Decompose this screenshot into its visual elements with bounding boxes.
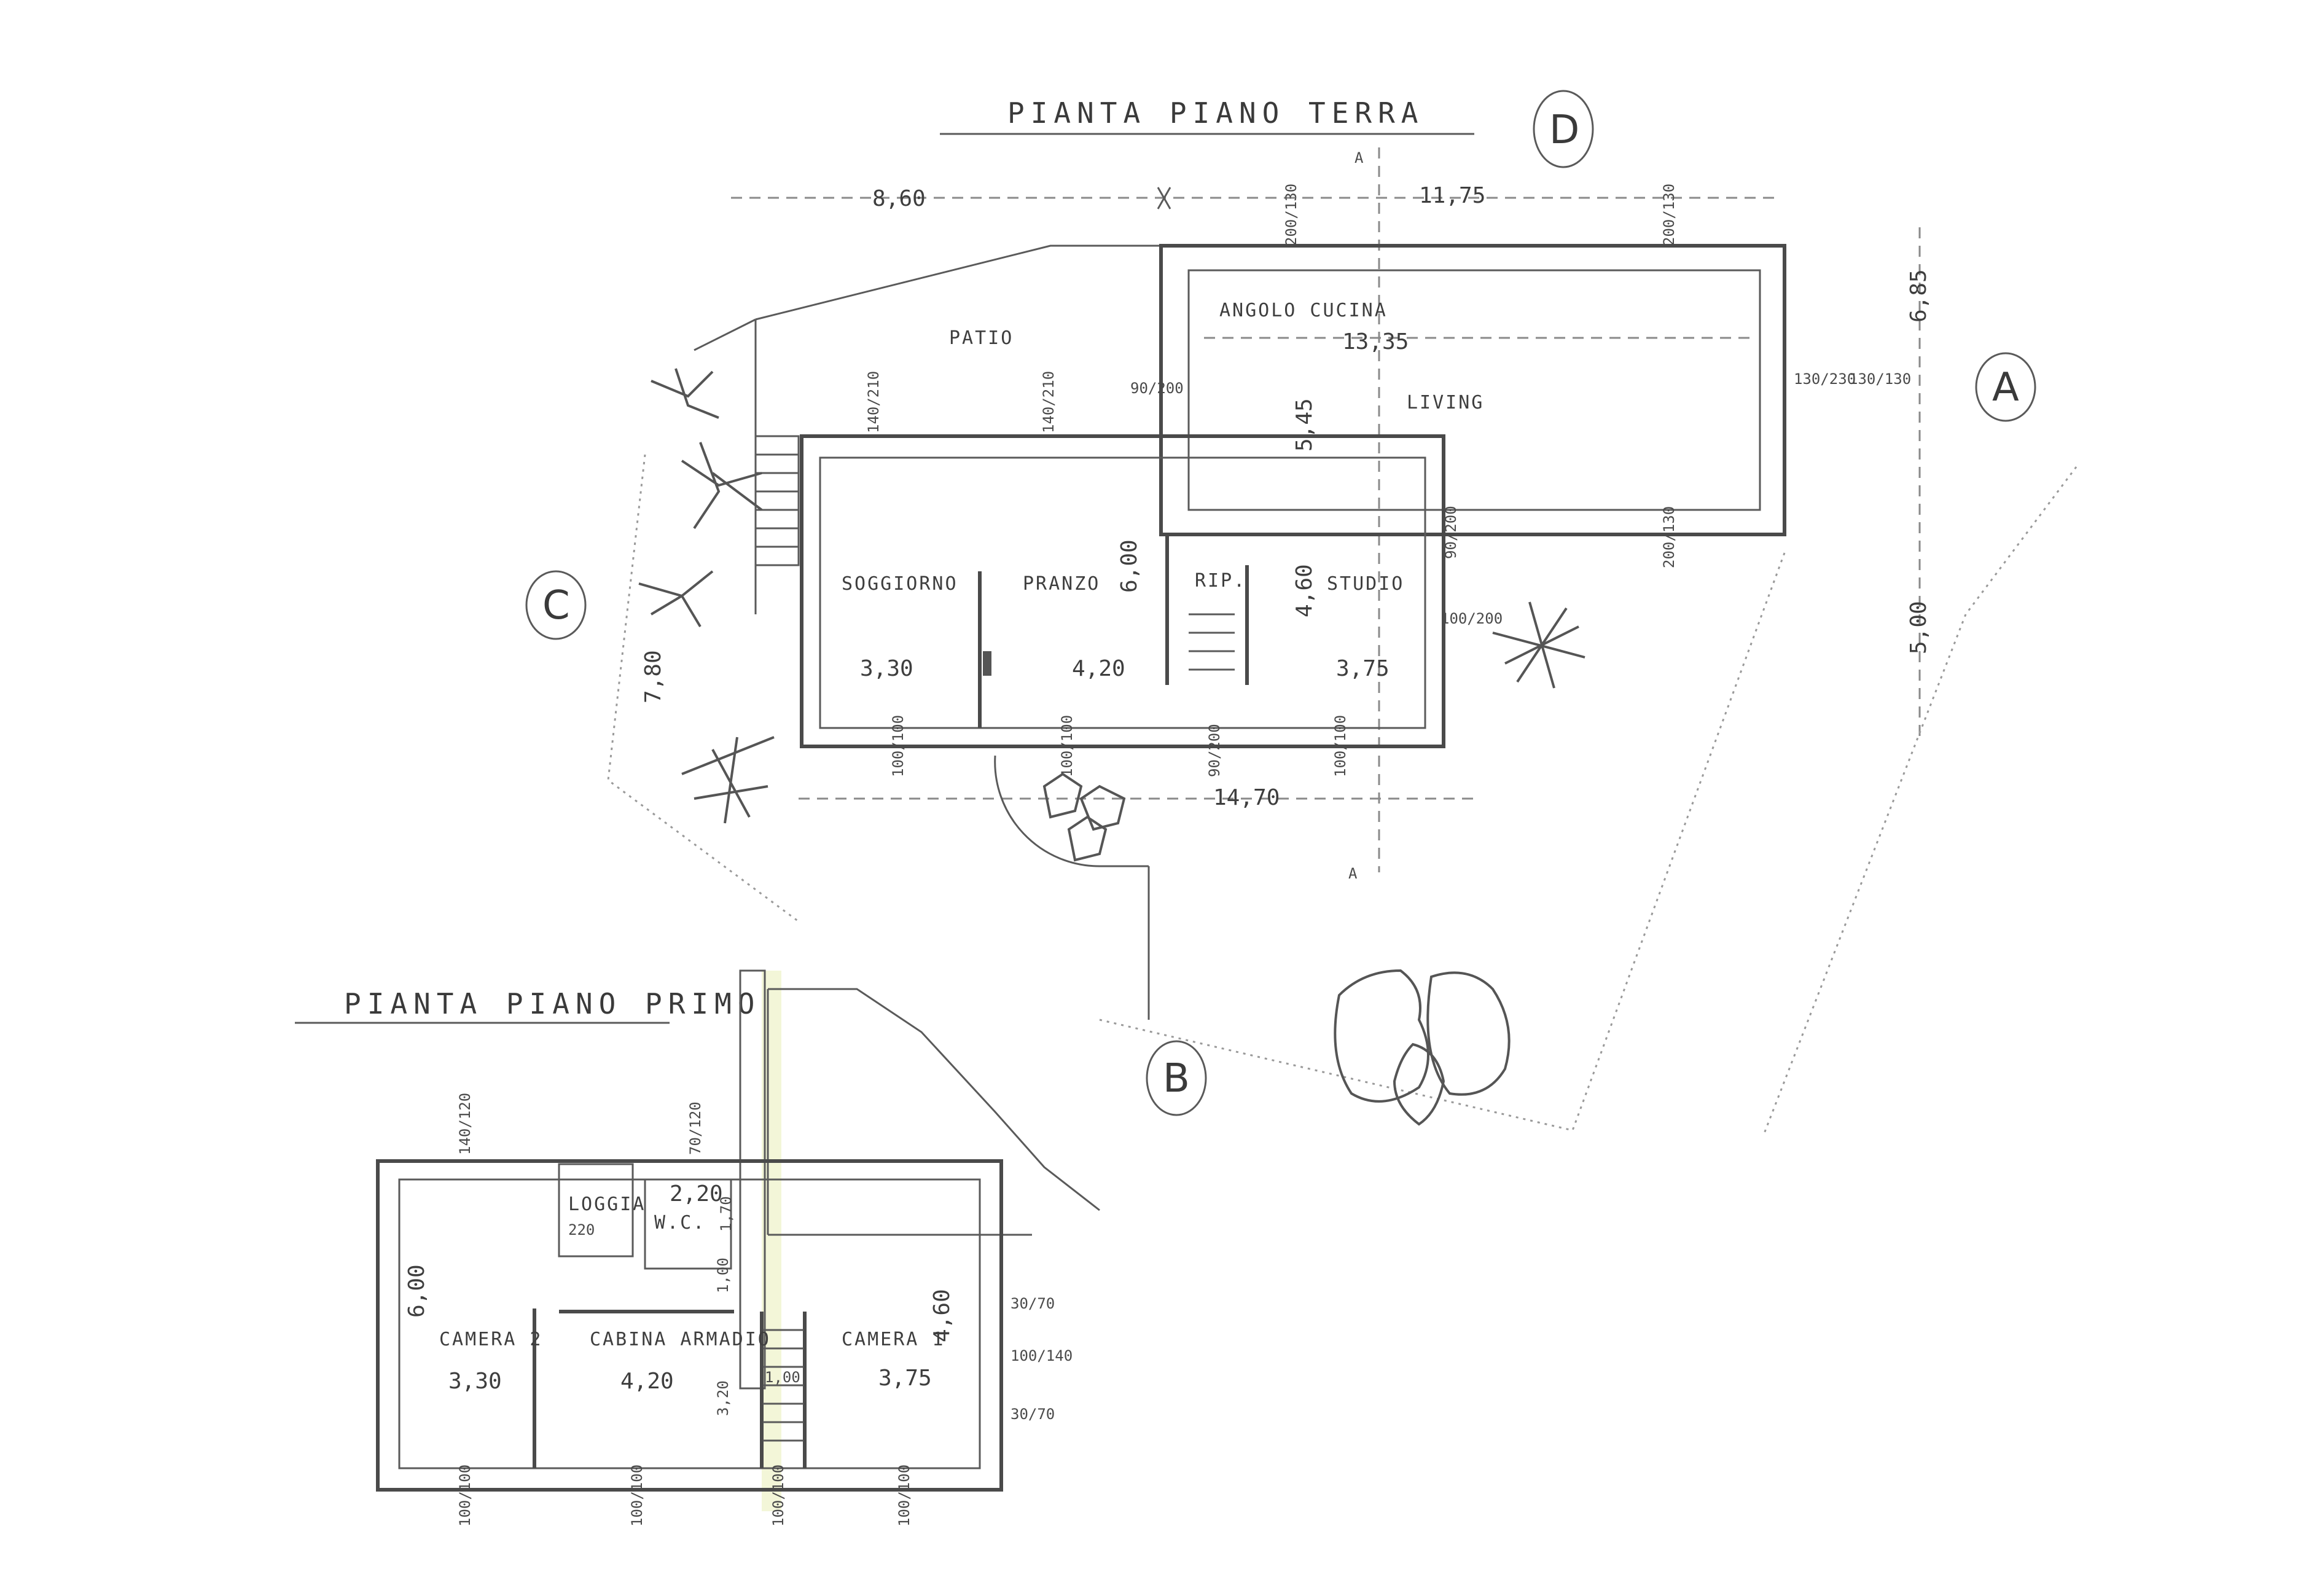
dim-camera2-width: 3,30 xyxy=(448,1369,502,1394)
fireplace xyxy=(983,651,991,676)
dim-east-width: 11,75 xyxy=(1419,183,1485,208)
svg-text:B: B xyxy=(1163,1056,1190,1101)
room-studio: STUDIO xyxy=(1327,573,1404,595)
patio-pergola xyxy=(755,244,1161,321)
ground-floor-title: PIANTA PIANO TERRA xyxy=(1007,96,1425,130)
first-floor-outer xyxy=(376,1159,1003,1492)
opening-loggia-door: 220 xyxy=(568,1221,595,1238)
dim-east-lower: 5,00 xyxy=(1906,601,1931,654)
dim-living-depth: 5,45 xyxy=(1292,398,1317,452)
opening-studio-east: 100/200 xyxy=(1440,610,1503,627)
dim-studio-depth: 4,60 xyxy=(1292,564,1317,617)
marker-a: A xyxy=(1975,352,2036,422)
dim-camera2-depth: 6,00 xyxy=(404,1264,429,1318)
marker-d: D xyxy=(1533,90,1594,168)
room-rip: RIP. xyxy=(1195,570,1246,592)
opening-studio-south: 100/100 xyxy=(1332,715,1349,777)
shrub-cluster-icon xyxy=(1042,772,1126,862)
dim-tick xyxy=(1157,187,1171,209)
svg-text:C: C xyxy=(542,583,570,628)
room-kitchen: ANGOLO CUCINA xyxy=(1219,300,1388,321)
opening-living-east-a: 130/230 xyxy=(1794,370,1856,388)
opening-pranzo-north: 140/210 xyxy=(1040,371,1057,433)
marker-b: B xyxy=(1146,1040,1207,1116)
ground-floor-plan: PIANTA PIANO TERRA 8,60 11,75 A A xyxy=(525,90,2078,1137)
dim-corridor: 1,00 xyxy=(714,1258,732,1293)
room-cabina: CABINA ARMADIO xyxy=(590,1329,771,1350)
first-floor-plan: PIANTA PIANO PRIMO CAMERA 2 LOGGIA W.C. … xyxy=(295,969,1100,1527)
dim-stair-width: 1,00 xyxy=(765,1369,800,1386)
section-label-top: A xyxy=(1354,149,1364,166)
room-pranzo: PRANZO xyxy=(1023,573,1100,595)
tree-group-icon xyxy=(1334,969,1511,1126)
dim-west-width: 8,60 xyxy=(872,186,926,211)
marker-c: C xyxy=(525,570,587,640)
room-camera1: CAMERA 1 xyxy=(842,1329,945,1350)
opening-stair-south: 100/100 xyxy=(770,1465,787,1527)
opening-wc-window: 70/120 xyxy=(687,1101,704,1155)
dim-wc-depth: 1,70 xyxy=(717,1196,735,1232)
room-living: LIVING xyxy=(1407,392,1484,413)
living-block-inner xyxy=(1187,269,1761,511)
dim-living-width: 13,35 xyxy=(1342,329,1409,354)
dim-studio-width: 3,75 xyxy=(1336,656,1390,681)
opening-living-north-window: 200/130 xyxy=(1660,184,1678,246)
opening-soggiorno-north: 140/210 xyxy=(865,371,882,433)
svg-text:A: A xyxy=(1992,365,2019,410)
living-block-outer xyxy=(1159,244,1786,536)
dim-east-upper: 6,85 xyxy=(1906,269,1931,323)
room-loggia: LOGGIA xyxy=(568,1194,646,1215)
dim-pranzo-depth: 6,00 xyxy=(1117,539,1142,593)
opening-camera1-south: 100/100 xyxy=(896,1465,913,1527)
plot-boundary-west xyxy=(607,454,799,923)
west-stairs xyxy=(754,435,800,566)
opening-camera1-east-top: 30/70 xyxy=(1011,1295,1055,1312)
wc xyxy=(644,1178,732,1270)
dim-wc-width: 2,20 xyxy=(670,1181,723,1207)
opening-rip-door: 90/200 xyxy=(1206,724,1223,777)
plot-boundary-east xyxy=(1571,552,1786,1131)
opening-kitchen-window: 200/130 xyxy=(1283,184,1300,246)
opening-patio-door: 90/200 xyxy=(1130,380,1184,397)
dim-cabina-width: 4,20 xyxy=(620,1369,674,1394)
room-wc: W.C. xyxy=(654,1212,706,1234)
lower-block-inner xyxy=(819,456,1426,729)
dim-cabina-depth: 3,20 xyxy=(714,1380,732,1416)
opening-camera1-east-bottom: 30/70 xyxy=(1011,1406,1055,1423)
opening-living-east-b: 130/130 xyxy=(1849,370,1911,388)
opening-living-south: 200/130 xyxy=(1660,506,1678,568)
room-soggiorno: SOGGIORNO xyxy=(842,573,958,595)
first-floor-stairs xyxy=(763,1329,803,1442)
opening-soggiorno-south: 100/100 xyxy=(889,715,907,777)
plant-icon xyxy=(638,368,1585,824)
rip-stairs xyxy=(1189,613,1235,671)
dim-pranzo-width: 4,20 xyxy=(1072,656,1125,681)
room-patio: PATIO xyxy=(949,327,1014,349)
dim-camera1-depth: 4,60 xyxy=(929,1289,955,1342)
dim-south-width: 14,70 xyxy=(1213,785,1280,810)
opening-studio-ne: 90/200 xyxy=(1442,506,1460,559)
dim-camera1-width: 3,75 xyxy=(878,1366,932,1391)
terrace-edge xyxy=(768,988,1100,1211)
lower-block-outer xyxy=(800,434,1445,748)
first-floor-title: PIANTA PIANO PRIMO xyxy=(344,987,761,1020)
section-label-bottom: A xyxy=(1348,865,1358,882)
opening-camera2-south: 100/100 xyxy=(456,1465,474,1527)
opening-camera1-east-mid: 100/140 xyxy=(1011,1347,1073,1364)
opening-pranzo-south: 100/100 xyxy=(1058,715,1076,777)
dim-soggiorno-width: 3,30 xyxy=(860,656,913,681)
garden-bed-curve xyxy=(994,755,1149,867)
opening-camera2-north: 140/120 xyxy=(456,1093,474,1155)
plot-boundary-nw xyxy=(694,318,756,351)
plot-boundary-far-east xyxy=(1762,466,2078,1137)
room-camera2: CAMERA 2 xyxy=(439,1329,543,1350)
loggia xyxy=(558,1163,634,1258)
dim-garden-depth: 7,80 xyxy=(641,650,666,703)
opening-cabina-south: 100/100 xyxy=(628,1465,646,1527)
svg-text:D: D xyxy=(1549,108,1579,153)
